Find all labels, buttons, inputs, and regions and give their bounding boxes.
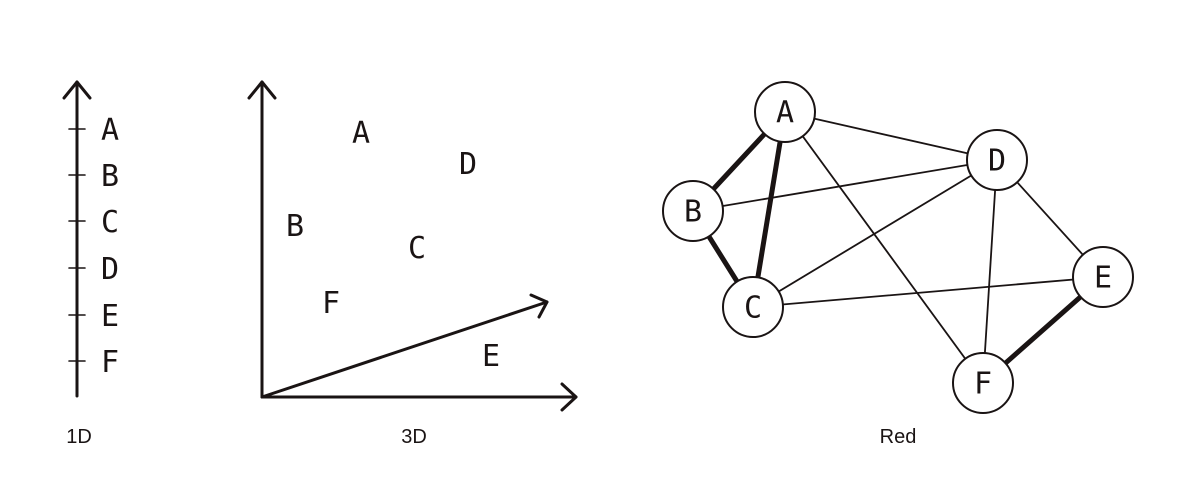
graph-nodes: A B C D E F (662, 81, 1134, 414)
node-a: A (754, 81, 816, 143)
node-e: E (1072, 246, 1134, 308)
node-label-e: E (1094, 261, 1112, 296)
point-3d-c: C (408, 231, 426, 266)
axis-3d-depth (260, 300, 549, 399)
axis-3d-vertical-arrowhead (247, 80, 277, 100)
node-circle-f (952, 352, 1014, 414)
node-circle-c (722, 276, 784, 338)
label-1d-d: D (101, 252, 119, 287)
node-f: F (952, 352, 1014, 414)
node-label-f: F (974, 367, 992, 402)
edge-a-f (784, 111, 984, 384)
node-b: B (662, 180, 724, 242)
panel-1d: A B C D E F 1D (62, 80, 119, 448)
node-d: D (966, 129, 1028, 191)
axis-1d-arrowhead (62, 80, 92, 100)
label-1d-f: F (101, 345, 119, 380)
label-1d-a: A (101, 113, 119, 148)
edge-b-d (692, 159, 998, 212)
edge-c-e (752, 276, 1104, 308)
caption-1d: 1D (66, 426, 92, 448)
label-1d-b: B (101, 159, 119, 194)
node-circle-d (966, 129, 1028, 191)
axis-3d-horizontal-arrowhead (560, 382, 578, 412)
node-label-a: A (776, 96, 794, 131)
node-circle-e (1072, 246, 1134, 308)
panel-3d: A D B C F E 3D (247, 80, 578, 448)
label-1d-c: C (101, 205, 119, 240)
point-3d-b: B (286, 209, 304, 244)
node-label-d: D (988, 144, 1006, 179)
label-1d-e: E (101, 299, 119, 334)
node-label-b: B (684, 195, 702, 230)
edge-a-c (750, 109, 788, 310)
axis-3d-depth-arrowhead (529, 293, 549, 319)
edge-d-f (982, 159, 998, 384)
point-3d-a: A (352, 116, 370, 151)
node-c: C (722, 276, 784, 338)
graph-edges (690, 109, 1106, 386)
point-3d-f: F (322, 286, 340, 321)
edge-c-d (752, 159, 998, 308)
point-3d-d: D (459, 147, 477, 182)
node-circle-b (662, 180, 724, 242)
panel-graph: A B C D E F Red (662, 81, 1134, 448)
node-label-c: C (744, 291, 762, 326)
caption-graph: Red (880, 426, 917, 448)
point-3d-e: E (482, 339, 500, 374)
caption-3d: 3D (401, 426, 427, 448)
node-circle-a (754, 81, 816, 143)
edge-a-d (784, 111, 998, 161)
